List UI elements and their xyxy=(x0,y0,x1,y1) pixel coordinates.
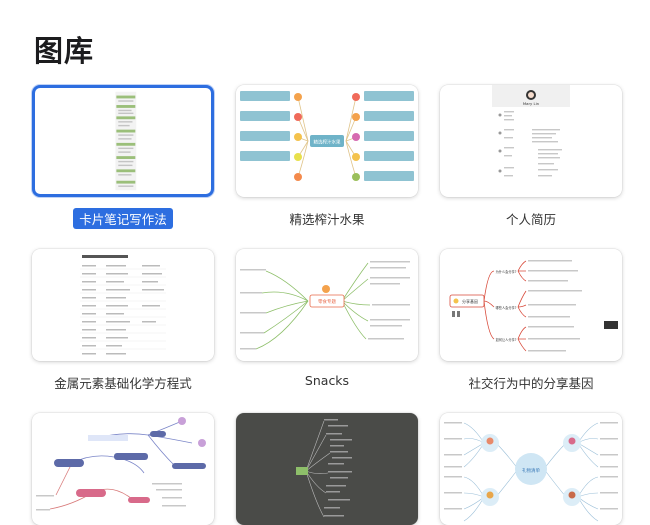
template-card-8[interactable] xyxy=(236,413,418,525)
template-card-7[interactable] xyxy=(32,413,214,525)
thumbnail-mindmap-colorful xyxy=(36,417,206,511)
thumbnail-card-notes xyxy=(115,91,137,191)
thumbnail-juice-mindmap: 精选榨汁水果 xyxy=(240,91,414,181)
template-label[interactable]: 个人简历 xyxy=(505,212,556,227)
template-card-card-notes[interactable] xyxy=(32,85,214,197)
share-q1-text: 为什么会分享? xyxy=(496,269,517,274)
gift-center-text: 礼物清单 xyxy=(522,467,540,474)
thumbnail-mindmap-dark xyxy=(296,419,352,518)
template-label[interactable]: 社交行为中的分享基因 xyxy=(468,376,594,391)
juice-center-text: 精选榨汁水果 xyxy=(314,139,341,146)
template-label[interactable]: 精选榨汁水果 xyxy=(289,212,365,227)
template-card-9[interactable]: 礼物清单 xyxy=(440,413,622,525)
template-label[interactable]: 卡片笔记写作法 xyxy=(32,208,214,229)
template-card-resume[interactable]: Mary Lin xyxy=(440,85,622,197)
share-q3-text: 如何让人分享? xyxy=(496,337,517,342)
snacks-center-text: 零食专题 xyxy=(318,298,336,305)
template-card-juice[interactable]: 精选榨汁水果 xyxy=(236,85,418,197)
template-card-snacks[interactable]: 零食专题 xyxy=(236,249,418,361)
thumbnail-chemistry-table xyxy=(80,255,166,355)
thumbnail-snacks-mindmap: 零食专题 xyxy=(240,261,410,350)
template-label[interactable]: Snacks xyxy=(304,373,350,388)
template-label[interactable]: 金属元素基础化学方程式 xyxy=(54,376,192,391)
template-card-chemistry[interactable] xyxy=(32,249,214,361)
share-q2-text: 哪些人会分享? xyxy=(496,305,517,310)
template-card-share-gene[interactable]: 分享基因 为什么会分享? 哪些人会分享? 如何让人分享? xyxy=(440,249,622,361)
thumbnail-share-mindmap: 分享基因 为什么会分享? 哪些人会分享? 如何让人分享? xyxy=(449,260,618,352)
gallery-title: 图库 xyxy=(34,34,95,68)
thumbnail-gift-mindmap: 礼物清单 xyxy=(444,422,618,522)
resume-name: Mary Lin xyxy=(523,101,540,106)
thumbnail-resume: Mary Lin xyxy=(492,85,570,177)
share-center-text: 分享基因 xyxy=(462,298,478,304)
